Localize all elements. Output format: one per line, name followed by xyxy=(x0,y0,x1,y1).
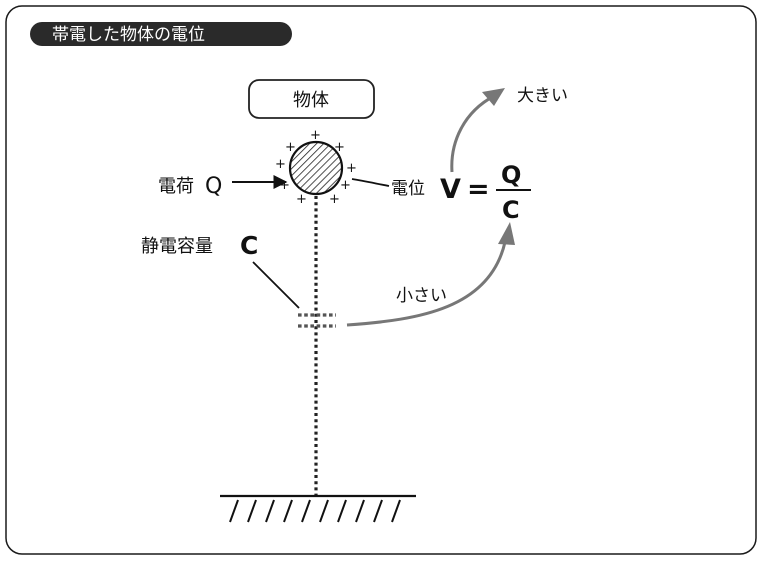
plus-sign: + xyxy=(346,161,357,176)
small-arrowhead xyxy=(498,222,515,245)
plus-sign: + xyxy=(285,140,296,155)
ground-hatching xyxy=(229,499,401,523)
object-label: 物体 xyxy=(293,90,329,111)
plus-sign: + xyxy=(329,192,340,207)
charge-label: 電荷 xyxy=(158,176,194,197)
outer-frame xyxy=(5,5,757,555)
plus-sign: + xyxy=(334,140,345,155)
potential-pointer-line xyxy=(351,178,390,187)
capacitance-pointer-line xyxy=(252,261,300,309)
formula-equals: = xyxy=(467,174,490,205)
formula-denominator: C xyxy=(502,196,520,224)
capacitance-symbol: C xyxy=(240,231,258,260)
large-arrow-curve xyxy=(450,94,495,173)
title-banner xyxy=(30,22,292,46)
charge-symbol: Q xyxy=(205,174,222,199)
large-arrowhead xyxy=(482,88,505,106)
capacitance-label: 静電容量 xyxy=(141,236,213,257)
diagram-title: 帯電した物体の電位 xyxy=(52,25,205,45)
charged-sphere xyxy=(288,140,344,196)
small-arrow-curve xyxy=(346,241,507,327)
plus-sign: + xyxy=(340,178,351,193)
formula-numerator: Q xyxy=(501,161,521,189)
small-label: 小さい xyxy=(396,286,447,306)
plus-sign: + xyxy=(279,178,290,193)
plus-sign: + xyxy=(275,157,286,172)
object-label-box xyxy=(248,79,375,119)
formula-v: V xyxy=(440,174,461,205)
large-label: 大きい xyxy=(517,86,568,106)
plus-sign: + xyxy=(310,128,321,143)
potential-label: 電位 xyxy=(391,179,425,199)
plus-sign: + xyxy=(296,192,307,207)
